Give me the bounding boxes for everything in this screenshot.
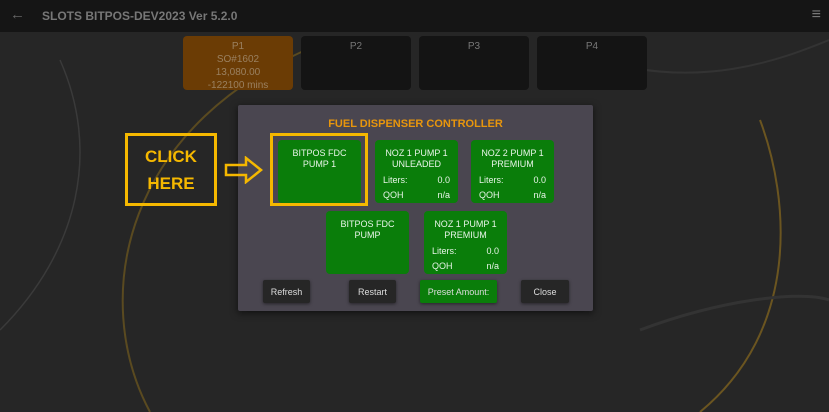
pump-time: -122100 mins [207, 80, 269, 91]
preset-amount-button[interactable]: Preset Amount: [420, 280, 497, 303]
click-here-callout: CLICK HERE [125, 133, 217, 206]
app-bar: ← SLOTS BITPOS-DEV2023 Ver 5.2.0 ≡ [0, 0, 829, 32]
pump-order: SO#1602 [216, 54, 260, 65]
pump-label: P3 [467, 41, 481, 52]
pump-tile-p1[interactable]: P1 SO#1602 13,080.00 -122100 mins [183, 36, 293, 91]
pump-tile-p4[interactable]: P4 [537, 36, 647, 90]
highlight-box [270, 133, 368, 206]
liters-value: 0.0 [533, 175, 546, 185]
fuel-dispenser-dialog: FUEL DISPENSER CONTROLLER BITPOS FDC PUM… [238, 105, 593, 311]
tile-name: BITPOS FDC [292, 148, 347, 158]
liters-label: Liters: [479, 175, 504, 185]
liters-value: 0.0 [437, 175, 450, 185]
qoh-label: QOH [432, 261, 453, 271]
tile-name: BITPOS FDC [340, 219, 395, 229]
qoh-value: n/a [486, 261, 499, 271]
liters-value: 0.0 [486, 246, 499, 256]
restart-button[interactable]: Restart [349, 280, 396, 303]
liters-label: Liters: [432, 246, 457, 256]
tile-bitpos-fdc-pump[interactable]: BITPOS FDC PUMP [326, 211, 409, 274]
qoh-label: QOH [479, 190, 500, 200]
back-arrow-icon[interactable]: ← [10, 6, 25, 23]
pump-tile-p3[interactable]: P3 [419, 36, 529, 90]
tile-name: PREMIUM [491, 159, 534, 169]
tile-name: NOZ 2 PUMP 1 [481, 148, 544, 158]
tile-noz1-pump1-unleaded[interactable]: NOZ 1 PUMP 1 UNLEADED Liters: 0.0 QOH n/a [375, 140, 458, 203]
tile-name: UNLEADED [391, 159, 441, 169]
callout-line: CLICK [145, 147, 197, 166]
qoh-value: n/a [533, 190, 546, 200]
tile-name: PUMP 1 [302, 159, 337, 169]
tile-noz2-pump1-premium[interactable]: NOZ 2 PUMP 1 PREMIUM Liters: 0.0 QOH n/a [471, 140, 554, 203]
close-button[interactable]: Close [521, 280, 569, 303]
refresh-button[interactable]: Refresh [263, 280, 310, 303]
pump-amount: 13,080.00 [215, 67, 261, 78]
pump-label: P4 [585, 41, 599, 52]
pump-tile-p2[interactable]: P2 [301, 36, 411, 90]
tile-name: NOZ 1 PUMP 1 [434, 219, 497, 229]
dialog-title: FUEL DISPENSER CONTROLLER [328, 118, 503, 130]
tile-name: NOZ 1 PUMP 1 [385, 148, 448, 158]
qoh-value: n/a [437, 190, 450, 200]
liters-label: Liters: [383, 175, 408, 185]
pump-label: P2 [349, 41, 363, 52]
pump-label: P1 [231, 41, 245, 52]
tile-noz1-pump1-premium[interactable]: NOZ 1 PUMP 1 PREMIUM Liters: 0.0 QOH n/a [424, 211, 507, 274]
tile-bitpos-fdc-pump-1[interactable]: BITPOS FDC PUMP 1 [278, 140, 361, 203]
hamburger-menu-icon[interactable]: ≡ [811, 6, 821, 23]
app-title: SLOTS BITPOS-DEV2023 Ver 5.2.0 [42, 9, 238, 23]
right-arrow-icon [224, 156, 264, 184]
tile-name: PUMP [354, 230, 381, 240]
tile-name: PREMIUM [444, 230, 487, 240]
qoh-label: QOH [383, 190, 404, 200]
callout-line: HERE [147, 174, 195, 193]
